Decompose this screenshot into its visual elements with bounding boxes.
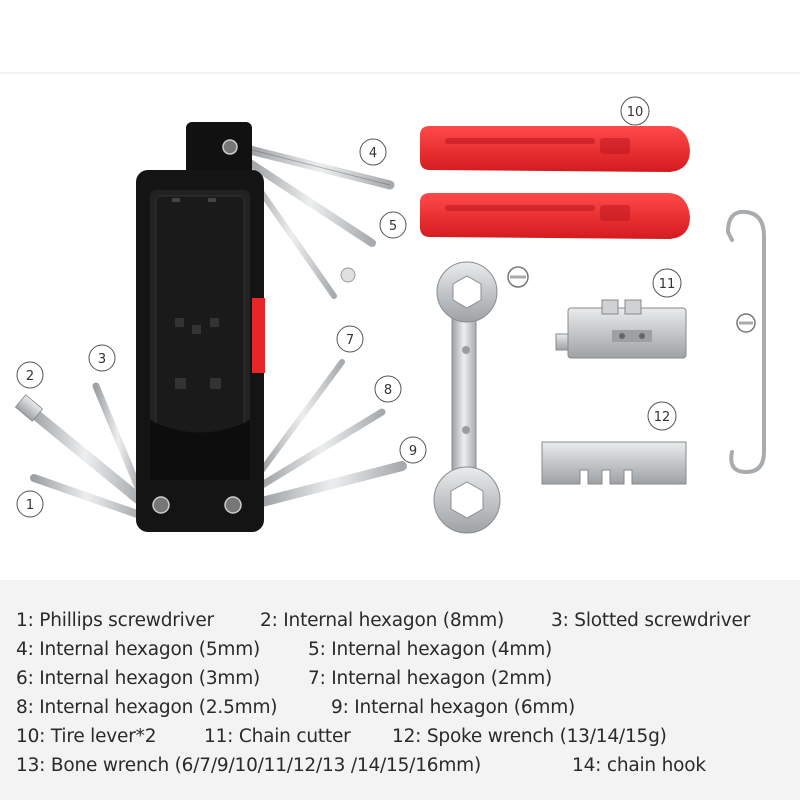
legend-item: 10: Tire lever*2 [16, 726, 157, 747]
legend-item: 2: Internal hexagon (8mm) [260, 610, 505, 631]
hex-tip-icon [14, 394, 44, 422]
hex-key-icon [259, 359, 345, 473]
pin-icon [507, 266, 529, 288]
hex-key-icon [258, 408, 386, 489]
callout-number: 11 [659, 277, 676, 292]
legend-item: 3: Slotted screwdriver [551, 610, 751, 631]
legend-item: 14: chain hook [572, 755, 706, 776]
callout-9: 9 [399, 436, 427, 464]
legend-item: 12: Spoke wrench (13/14/15g) [392, 726, 667, 747]
legend-item: 7: Internal hexagon (2mm) [308, 668, 553, 689]
red-accent [252, 298, 265, 373]
callout-3: 3 [88, 344, 116, 372]
legend-item: 11: Chain cutter [204, 726, 351, 747]
hex-key-group-bottom [257, 359, 407, 507]
callout-4: 4 [359, 138, 387, 166]
callout-5: 5 [379, 211, 407, 239]
legend-item: 6: Internal hexagon (3mm) [16, 668, 261, 689]
callout-number: 3 [98, 352, 106, 367]
tool-illustration: 1 2 3 4 5 7 8 9 [0, 72, 800, 534]
callout-8: 8 [374, 375, 402, 403]
callout-7: 7 [336, 325, 364, 353]
hex-key-group-top [245, 145, 395, 299]
hex-key-icon [245, 145, 395, 190]
bone-wrench-icon [433, 261, 501, 534]
pin-icon [340, 267, 356, 283]
chain-cutter-icon [555, 299, 687, 359]
callout-12: 12 [647, 401, 677, 431]
legend-item: 4: Internal hexagon (5mm) [16, 639, 261, 660]
legend-item: 9: Internal hexagon (6mm) [331, 697, 576, 718]
callout-number: 5 [389, 219, 397, 234]
spoke-wrench-icon [541, 441, 687, 485]
callout-11: 11 [652, 268, 682, 298]
chain-hook-icon [725, 209, 766, 475]
callout-1: 1 [16, 490, 44, 518]
callout-number: 4 [369, 146, 377, 161]
callout-number: 10 [627, 105, 644, 120]
screwdriver-bit-icon [92, 382, 144, 496]
callout-number: 7 [346, 333, 354, 348]
tire-lever-icon [420, 193, 690, 239]
screwdriver-bit-icon [30, 474, 144, 519]
hex-key-icon [257, 461, 407, 507]
callout-10: 10 [620, 96, 650, 126]
tire-lever-icon [420, 126, 690, 172]
legend-item: 13: Bone wrench (6/7/9/10/11/12/13 /14/1… [16, 755, 482, 776]
callout-number: 12 [654, 410, 671, 425]
callout-number: 9 [409, 444, 417, 459]
screwdriver-bit-icon [24, 404, 146, 506]
callout-2: 2 [16, 361, 44, 389]
callout-number: 1 [26, 498, 34, 513]
legend-item: 1: Phillips screwdriver [16, 610, 214, 631]
bit-group-left [14, 382, 146, 519]
callout-number: 8 [384, 383, 392, 398]
legend-item: 5: Internal hexagon (4mm) [308, 639, 553, 660]
pin-icon [736, 313, 756, 333]
legend-panel: 1: Phillips screwdriver 2: Internal hexa… [0, 580, 800, 800]
callout-number: 2 [26, 369, 34, 384]
legend-item: 8: Internal hexagon (2.5mm) [16, 697, 278, 718]
hex-key-icon [246, 159, 376, 247]
multi-tool-body-icon [136, 122, 265, 532]
